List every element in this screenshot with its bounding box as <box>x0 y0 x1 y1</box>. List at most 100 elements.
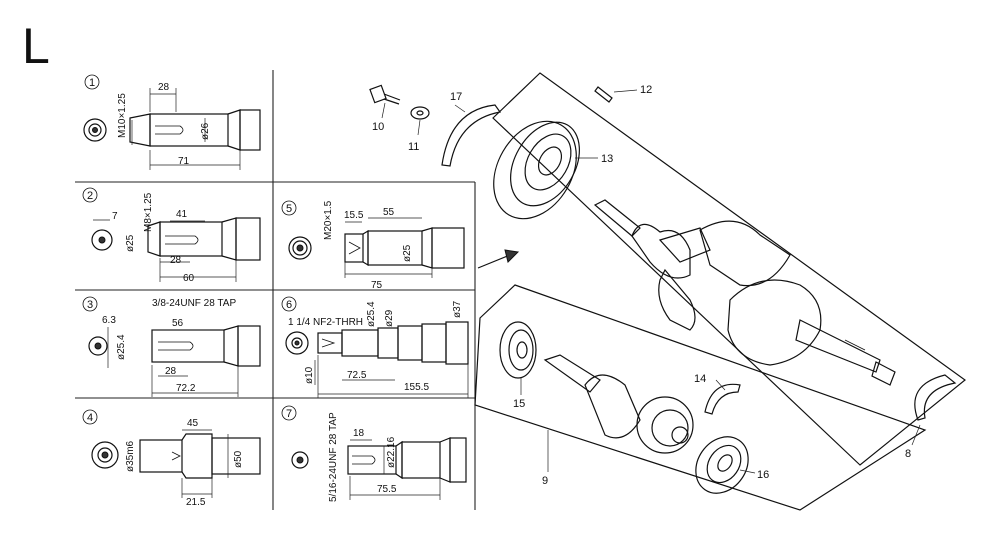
dim-diameter-1: ø25.4 <box>366 301 377 327</box>
panel-grid <box>75 70 476 510</box>
panel-number: 4 <box>87 412 93 424</box>
crankshaft-assembly-box <box>492 72 966 466</box>
dim-overall: 75 <box>371 280 383 291</box>
bearing-part <box>499 321 537 379</box>
direction-arrow-icon <box>477 249 520 269</box>
dim-diameter: ø26 <box>200 122 211 140</box>
alt-crankshaft-assembly-box <box>474 284 927 511</box>
dim-bore: ø10 <box>304 366 315 384</box>
shaft-end-view-icon <box>83 118 107 142</box>
thrust-washer-part <box>704 383 741 415</box>
panel-number: 1 <box>89 77 95 89</box>
dim-diameter: ø25 <box>125 234 136 252</box>
panel-number-circle <box>281 405 297 421</box>
panel-number-circle <box>82 296 98 312</box>
dim-length: 45 <box>187 418 199 429</box>
panel-number-circle <box>281 296 297 312</box>
bolt-part <box>369 84 401 105</box>
callout-9: 9 <box>542 475 548 487</box>
dim-length: 18 <box>353 428 365 439</box>
dim-offset: 15.5 <box>344 210 364 221</box>
shaft-side-view <box>347 437 467 483</box>
shaft-side-view <box>317 321 469 365</box>
shaft-end-view-icon <box>91 441 119 469</box>
dim-keyway: 28 <box>170 255 182 266</box>
dim-overall: 72.2 <box>176 383 196 394</box>
panel-number-circle <box>82 409 98 425</box>
dim-thread: 1 1/4 NF2-THRH <box>288 317 363 328</box>
panel-number: 2 <box>87 190 93 202</box>
callout-8: 8 <box>905 448 911 460</box>
shaft-side-view <box>139 433 261 479</box>
section-letter: L <box>22 18 50 74</box>
callout-11: 11 <box>408 141 419 153</box>
shaft-end-view-icon <box>285 331 309 355</box>
dim-length: 56 <box>172 318 184 329</box>
panel-5: 5 M20×1.5 15.5 55 ø25 75 <box>281 200 465 291</box>
dim-tap: 5/16-24UNF 28 TAP <box>328 412 339 502</box>
bearing-part <box>695 436 749 494</box>
shaft-side-view <box>151 325 261 367</box>
callout-16: 16 <box>757 469 769 481</box>
dim-length: 41 <box>176 209 188 220</box>
washer-part <box>410 106 430 120</box>
shaft-end-view-icon <box>288 236 312 260</box>
callout-13: 13 <box>601 153 613 165</box>
dim-diameter: ø22.16 <box>386 436 397 468</box>
dim-diameter: ø25.4 <box>116 334 127 360</box>
dim-thread: M20×1.5 <box>323 200 334 240</box>
dim-offset: 21.5 <box>186 497 206 508</box>
dim-diameter-2: ø29 <box>384 309 395 327</box>
panel-1: 1 M10×1.25 28 ø26 71 <box>83 74 261 170</box>
shaft-end-view-icon <box>88 336 108 356</box>
shaft-side-view <box>129 109 261 151</box>
bearing-part <box>493 120 580 220</box>
dim-diameter: ø25 <box>402 244 413 262</box>
callout-17: 17 <box>450 91 462 103</box>
callout-14: 14 <box>694 373 706 385</box>
panel-number: 7 <box>286 408 292 420</box>
dim-diameter-3: ø37 <box>452 300 463 318</box>
dim-flange: ø50 <box>233 450 244 468</box>
dim-overall: 155.5 <box>404 382 429 393</box>
callout-12: 12 <box>640 84 652 96</box>
panel-number-circle <box>84 74 100 90</box>
thrust-washer-part <box>914 374 957 421</box>
dim-diameter: ø35m6 <box>125 440 136 472</box>
dim-thread: M10×1.25 <box>117 93 128 138</box>
panel-number: 3 <box>87 299 93 311</box>
callout-15: 15 <box>513 398 525 410</box>
panel-number: 6 <box>286 299 292 311</box>
panel-3: 3 6.3 3/8-24UNF 28 TAP 56 ø25.4 28 72.2 <box>82 296 261 397</box>
panel-4: 4 45 ø35m6 ø50 21.5 <box>82 409 261 508</box>
dim-length: 28 <box>158 82 170 93</box>
shaft-side-view <box>147 217 261 261</box>
dim-keyway: 28 <box>165 366 177 377</box>
shaft-end-view-icon <box>291 451 309 469</box>
dim-length: 72.5 <box>347 370 367 381</box>
key-part <box>594 86 613 103</box>
dim-overall: 71 <box>178 156 190 167</box>
dim-length: 55 <box>383 207 395 218</box>
crankshaft-part <box>593 199 896 386</box>
thrust-washer-part <box>441 104 502 167</box>
dim-overall: 75.5 <box>377 484 397 495</box>
dim-tap: 3/8-24UNF 28 TAP <box>152 298 236 309</box>
dim-offset: 7 <box>112 211 118 222</box>
shaft-end-view-icon <box>91 229 113 251</box>
panel-2: 2 7 M8×1.25 41 ø25 28 60 <box>82 187 261 284</box>
panel-6: 6 1 1/4 NF2-THRH ø25.4 ø29 ø37 ø10 72.5 … <box>281 296 469 398</box>
panel-number-circle <box>82 187 98 203</box>
panel-number: 5 <box>286 203 292 215</box>
dim-offset: 6.3 <box>102 315 116 326</box>
alt-crankshaft-part <box>543 354 694 454</box>
dim-overall: 60 <box>183 273 195 284</box>
panel-7: 7 5/16-24UNF 28 TAP 18 ø22.16 75.5 <box>281 405 467 502</box>
panel-number-circle <box>281 200 297 216</box>
callout-10: 10 <box>372 121 384 133</box>
dim-thread: M8×1.25 <box>143 192 154 232</box>
shaft-side-view <box>344 227 465 269</box>
leader-lines <box>381 89 921 474</box>
